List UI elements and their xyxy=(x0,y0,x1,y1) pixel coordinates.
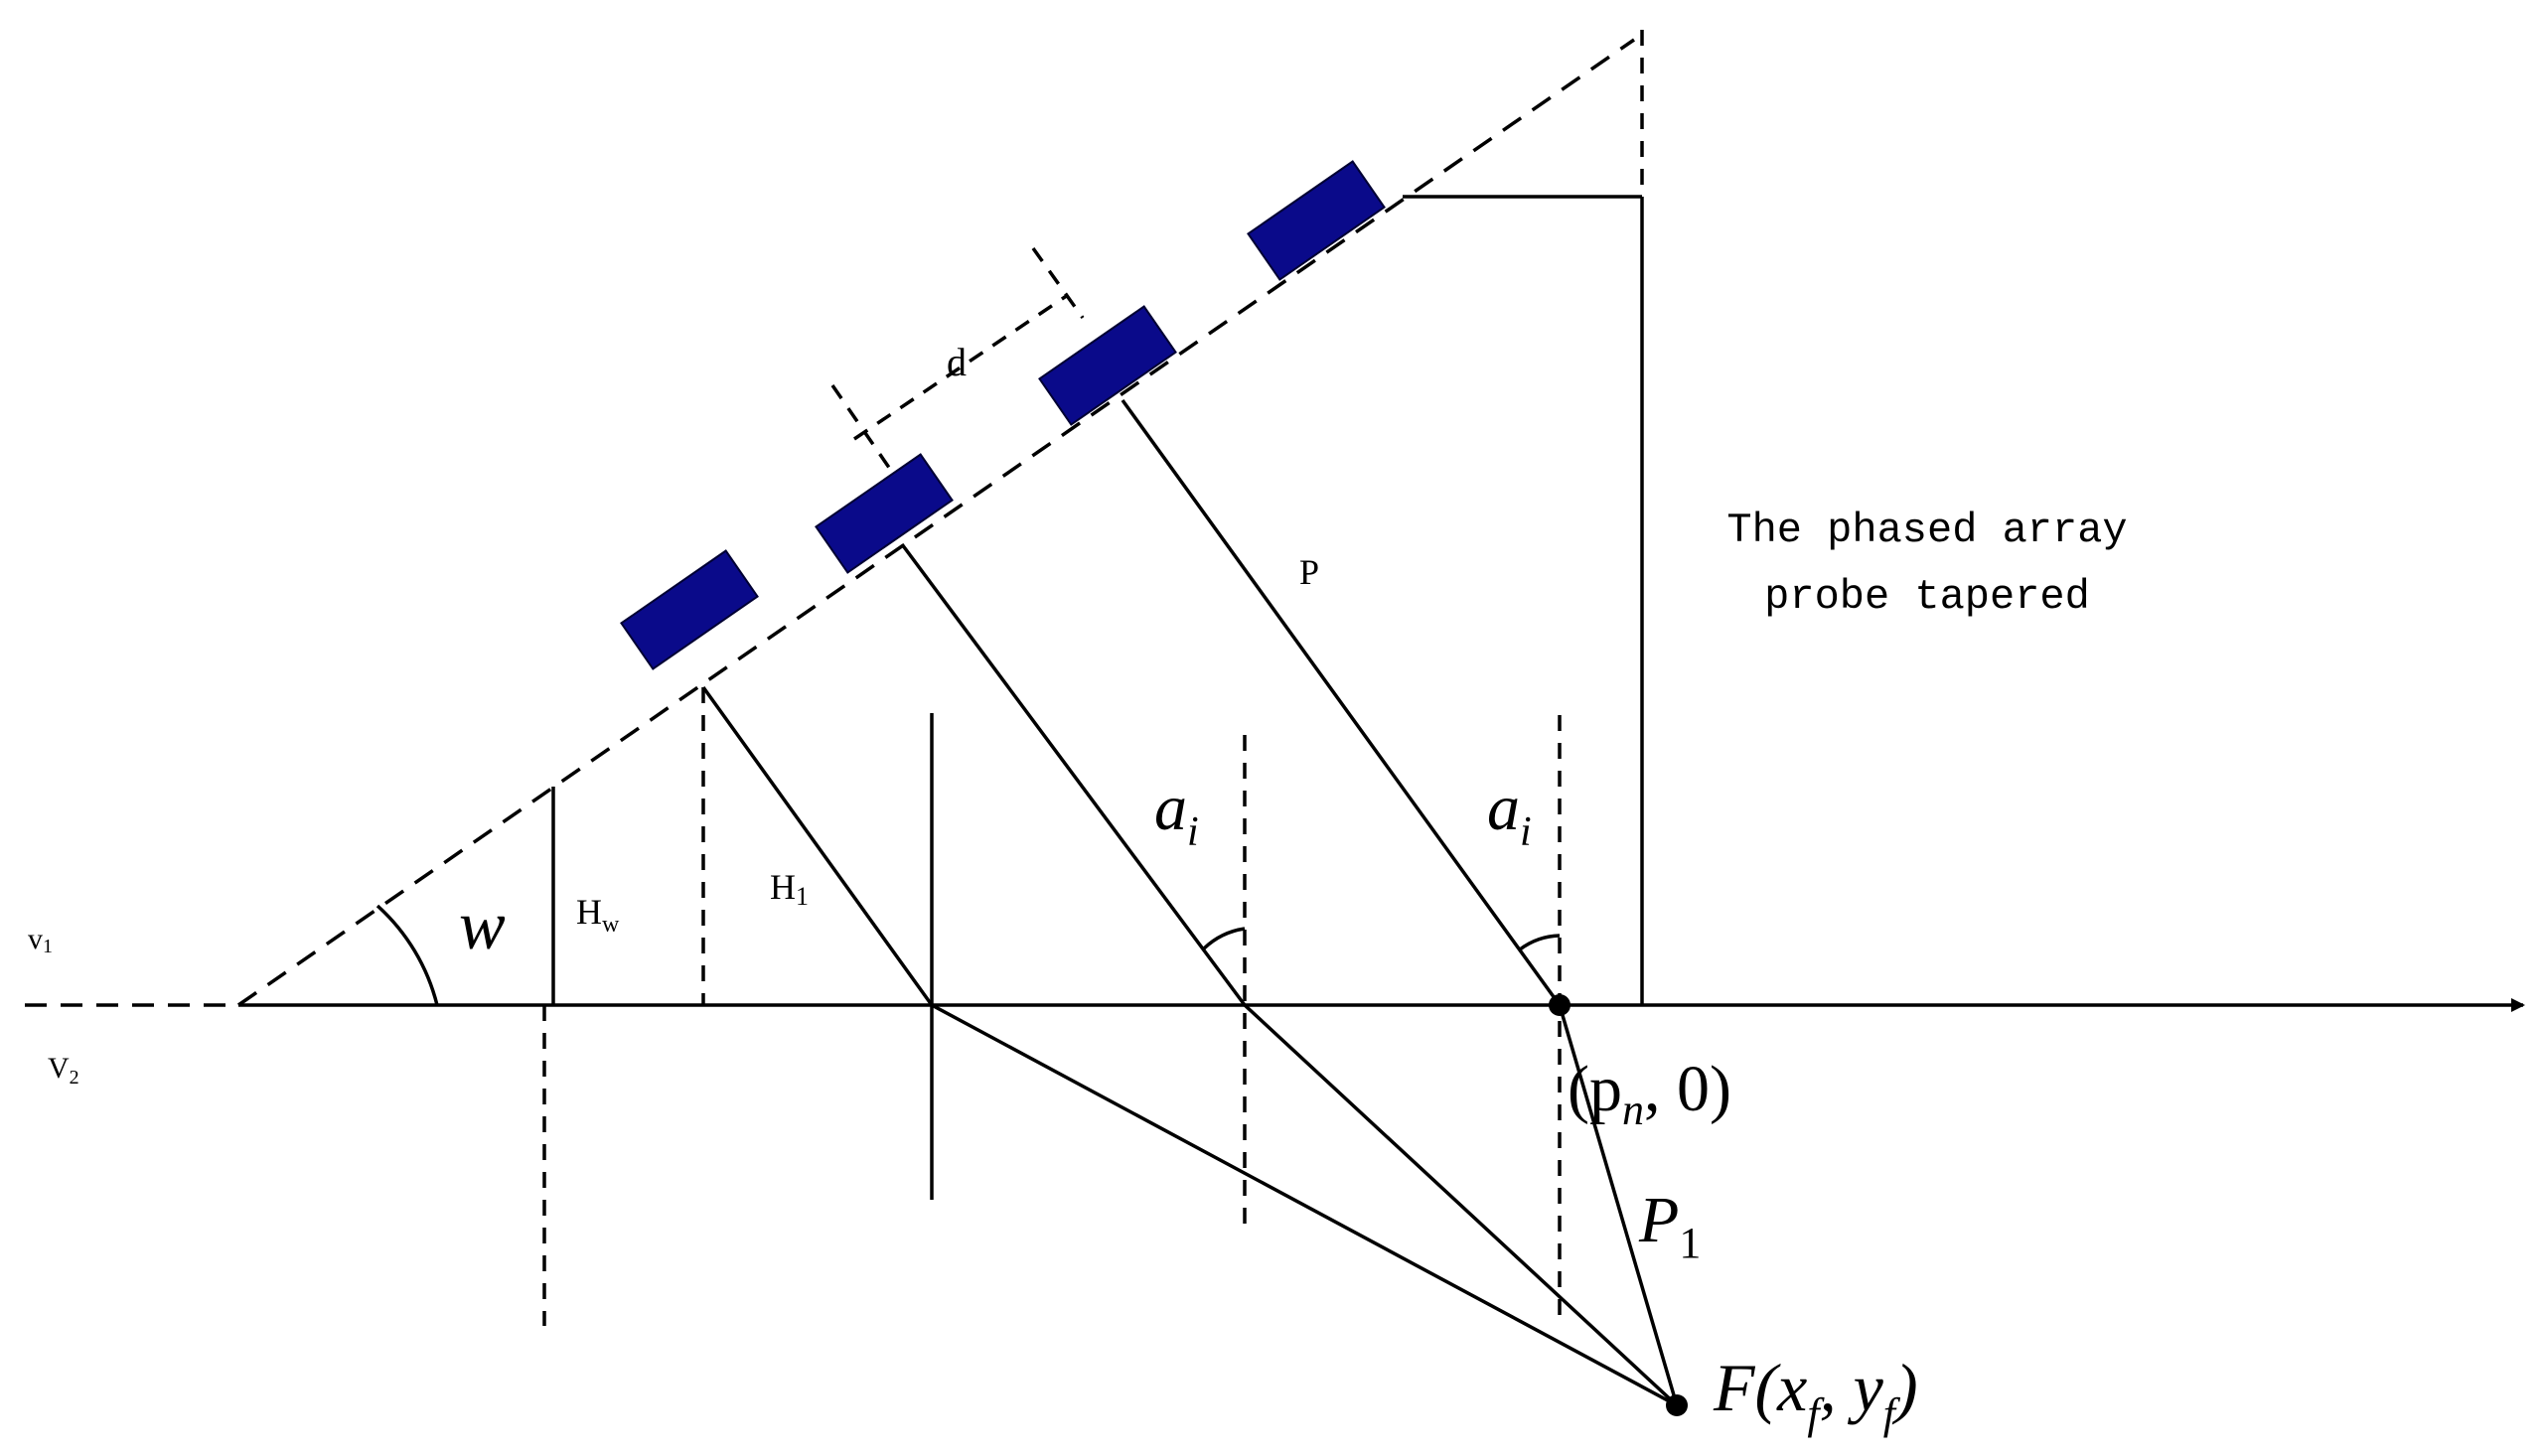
pitch-dim-line xyxy=(853,293,1069,441)
pitch-dim-ext-1 xyxy=(830,384,896,476)
focal-point xyxy=(1666,1394,1688,1416)
v1-label: v1 xyxy=(28,923,53,957)
incidence-angle-label-2: ai xyxy=(1487,772,1532,855)
ray-wedge-2 xyxy=(900,542,1247,1007)
incidence-angle-arc-1 xyxy=(1202,927,1246,950)
transducer-element-4 xyxy=(1247,160,1386,281)
incidence-angle-label-1: ai xyxy=(1154,772,1199,855)
transducer-element-2 xyxy=(815,453,954,574)
wedge-angle-arc xyxy=(375,904,439,1006)
pitch-dim-ext-2 xyxy=(1031,246,1085,320)
pitch-label: d xyxy=(947,340,967,384)
ray-wedge-3 xyxy=(1121,398,1562,1007)
entry-point-pn xyxy=(1549,994,1571,1016)
h1-label: H1 xyxy=(770,867,809,911)
ray-specimen-2 xyxy=(1243,1003,1679,1407)
transducer-element-1 xyxy=(620,549,759,670)
probe-caption-line-2: probe tapered xyxy=(1764,573,2090,621)
ray-wedge-1 xyxy=(701,685,934,1007)
ray-specimen-3 xyxy=(1558,1004,1679,1406)
ray-specimen-1 xyxy=(931,1003,1678,1407)
hw-label: Hw xyxy=(576,892,620,938)
wedge-incline-line xyxy=(237,38,1635,1007)
path-p-label: P xyxy=(1299,552,1319,592)
v2-label: V2 xyxy=(48,1052,79,1089)
focal-point-label: F(xf, yf) xyxy=(1713,1350,1918,1438)
probe-caption-line-1: The phased array xyxy=(1726,507,2127,554)
transducer-element-3 xyxy=(1038,305,1177,426)
entry-point-label: (pn, 0) xyxy=(1568,1053,1731,1134)
incidence-angle-arc-2 xyxy=(1518,934,1561,951)
refracted-path-p1-label: P1 xyxy=(1638,1184,1701,1267)
wedge-angle-label: w xyxy=(459,888,506,964)
